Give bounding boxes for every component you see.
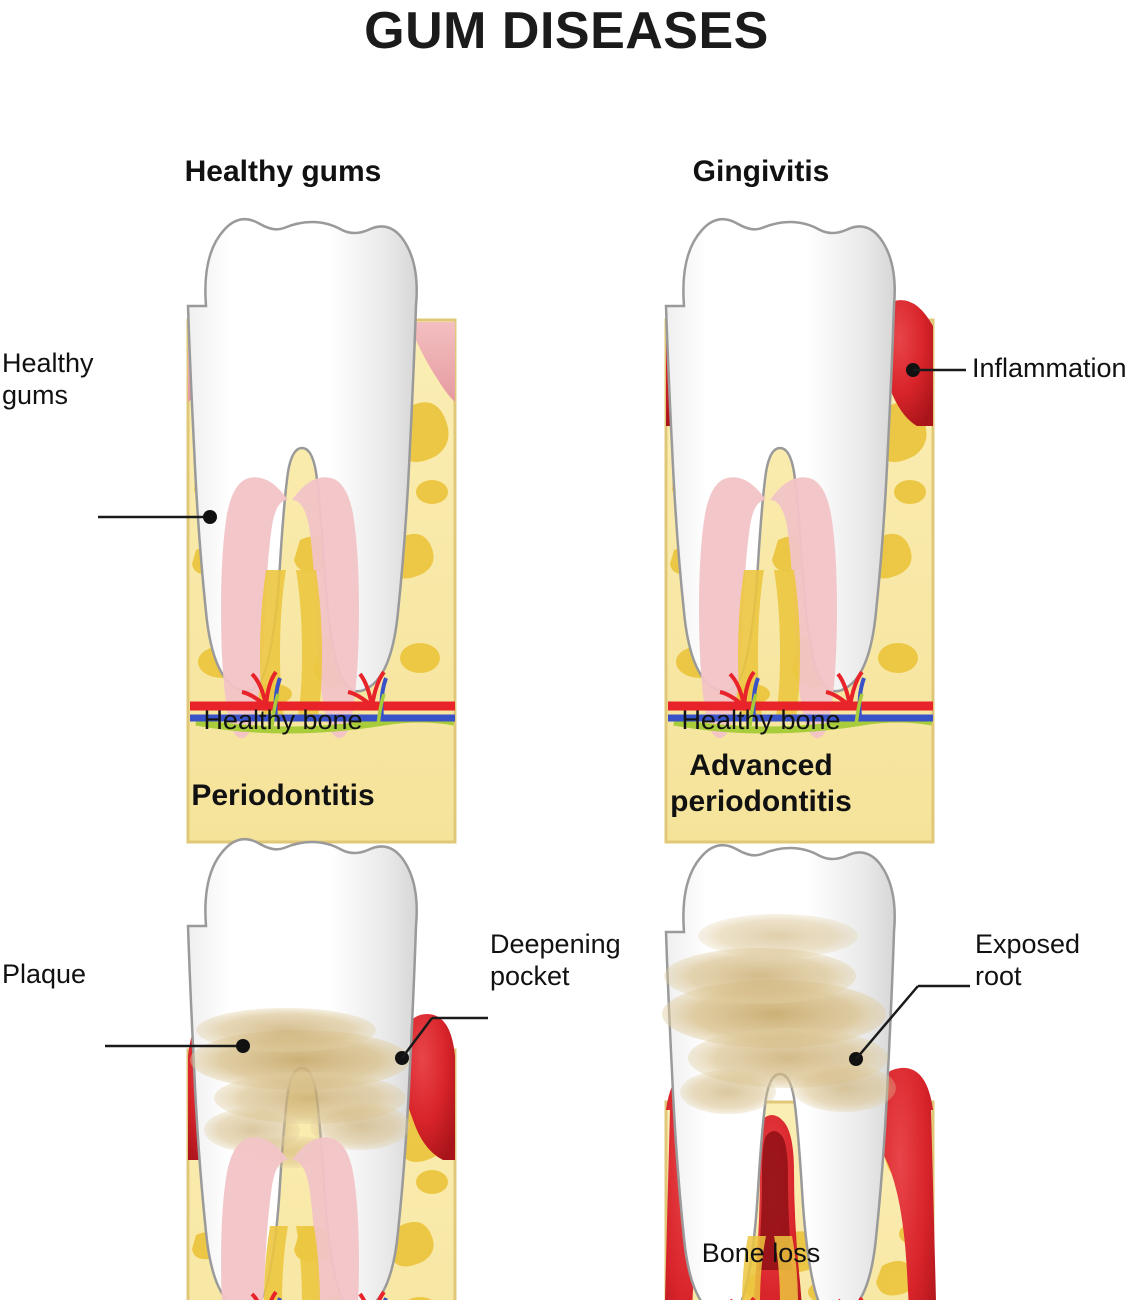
pulp-left (742, 1236, 766, 1300)
panel-title-periodontitis: Periodontitis (191, 779, 375, 812)
root-canal-left (221, 1137, 288, 1300)
plaque-leader (105, 1039, 250, 1053)
root-canal-left (221, 477, 288, 739)
receded-gum-right (400, 1014, 455, 1160)
deepening-pocket-callout: Deepening pocket (490, 929, 621, 991)
root-canal-right (292, 477, 359, 739)
bone-label-gingivitis: Healthy bone (681, 705, 841, 735)
deep-pocket-right (874, 1067, 936, 1300)
pulp-left (264, 1226, 288, 1300)
root-canal-left (699, 477, 766, 739)
periodontitis-tooth-illustration (105, 837, 488, 1300)
pulp-right (296, 570, 322, 716)
panel-gingivitis: Gingivitis (478, 150, 1044, 844)
panel-title-advanced-periodontitis: Advanced periodontitis (670, 749, 852, 818)
healthy-gums-leader (98, 510, 217, 524)
exposed-root-callout: Exposed root (975, 929, 1081, 991)
exposed-root-leader (849, 984, 970, 1066)
root-canal-right (770, 477, 837, 739)
neurovascular-bundle (250, 1290, 388, 1300)
panel-title-gingivitis: Gingivitis (692, 155, 830, 188)
gum-tissue-right (408, 322, 455, 402)
gingivitis-tooth-illustration (664, 217, 966, 844)
page-title: GUM DISEASES (364, 2, 769, 60)
healthy-tooth-illustration (98, 217, 457, 844)
pulp-right (774, 570, 800, 716)
inflammation-callout: Inflammation (972, 353, 1127, 383)
bone-label-healthy: Healthy bone (203, 705, 363, 735)
neurovascular-bundle (668, 670, 933, 734)
neurovascular-bundle (190, 670, 455, 734)
pulp-right (774, 1236, 798, 1300)
deepening-pocket-leader (395, 1016, 488, 1065)
panel-healthy-gums: Healthy gums (0, 150, 566, 844)
plaque-callout: Plaque (2, 959, 87, 989)
panel-periodontitis: Periodontitis (0, 760, 566, 1300)
bone-label-bone-loss: Bone loss (701, 1238, 821, 1268)
pulp-right (296, 1226, 320, 1300)
root-canal-right (292, 1137, 359, 1300)
plaque-deposits (662, 914, 896, 1114)
advanced-periodontitis-tooth-illustration (662, 843, 970, 1300)
panel-title-healthy-gums: Healthy gums (184, 155, 382, 188)
inflammation-leader (906, 363, 966, 377)
furcation-dark (758, 1131, 792, 1270)
healthy-gums-callout: Healthy gums (2, 348, 94, 410)
panel-advanced-periodontitis: Advanced periodontitis (478, 740, 1044, 1300)
